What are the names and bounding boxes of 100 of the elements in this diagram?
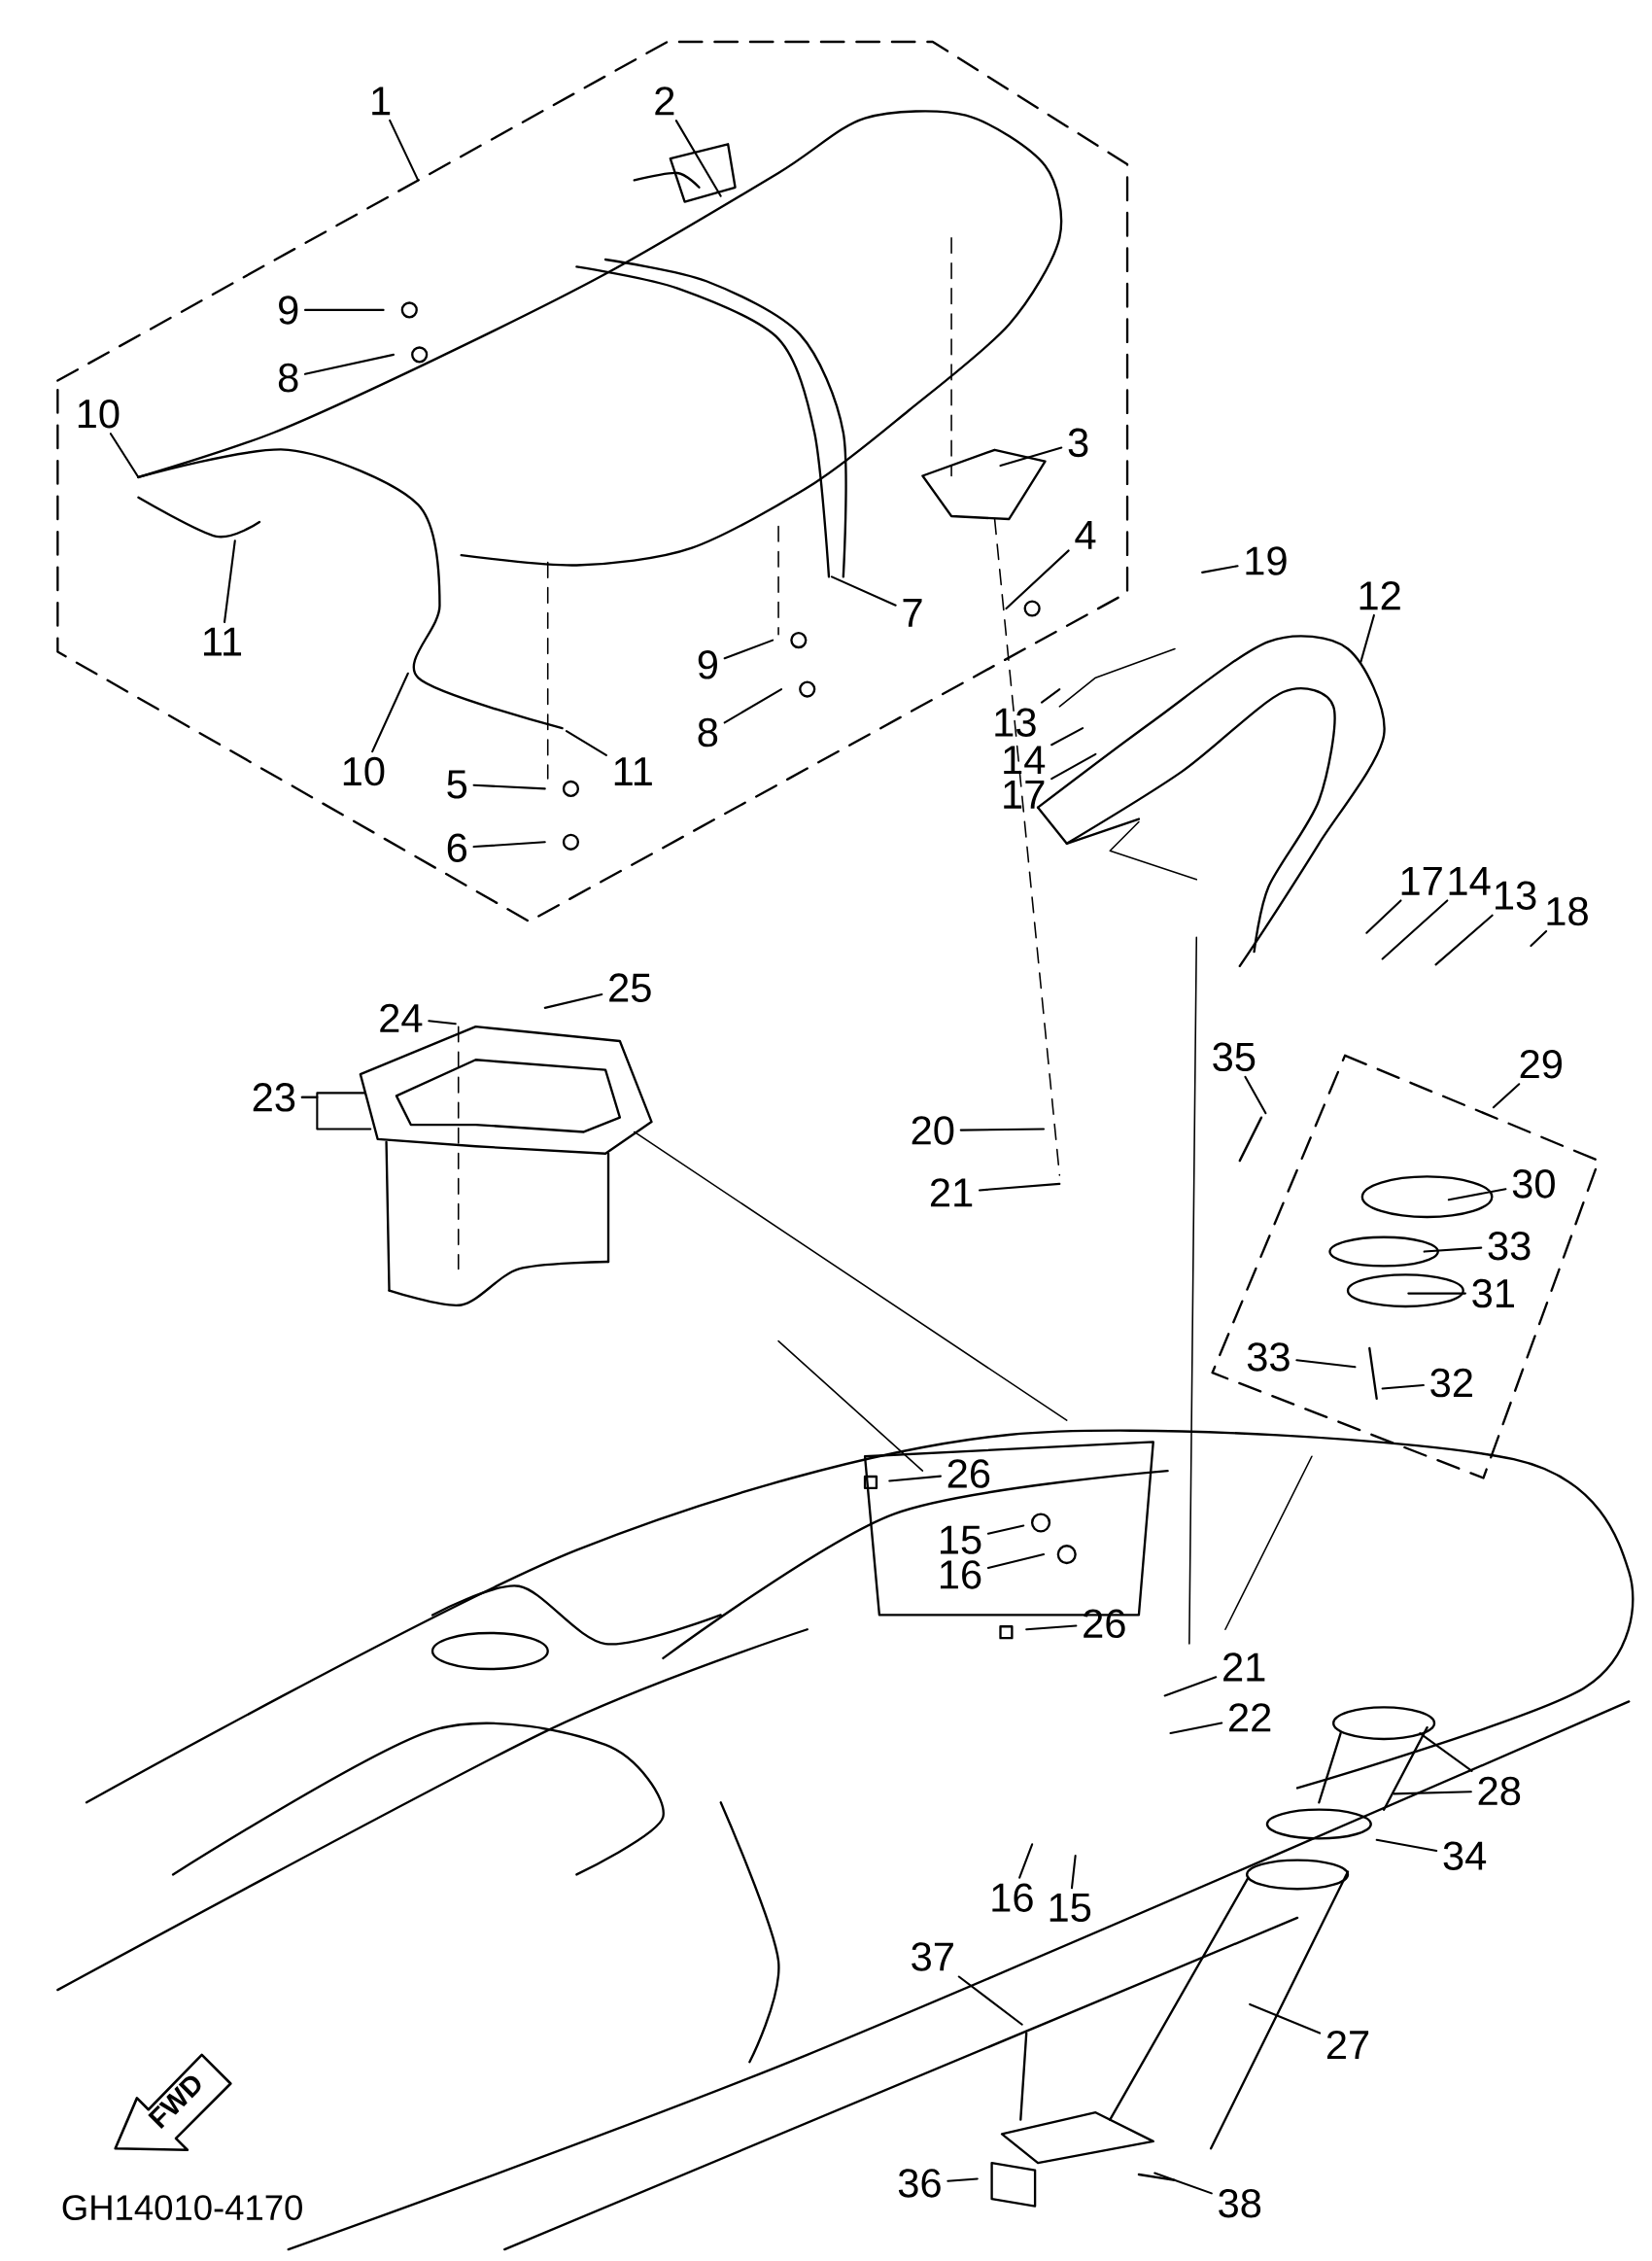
- leader-line: [428, 1020, 457, 1026]
- callout-number: 30: [1512, 1169, 1555, 1199]
- callout-number: 29: [1520, 1050, 1562, 1079]
- leader-line: [472, 783, 546, 790]
- callout-number: 38: [1219, 2188, 1261, 2218]
- leader-line: [1050, 752, 1097, 781]
- leader-line: [1375, 1838, 1438, 1852]
- callout-number: 2: [655, 87, 674, 116]
- drawing-number: GH14010-4170: [62, 2195, 302, 2221]
- callout-number: 3: [1068, 428, 1088, 458]
- leader-line: [1365, 899, 1402, 934]
- leader-line: [1419, 1732, 1473, 1772]
- leader-line: [1407, 1292, 1466, 1295]
- leader-line: [303, 308, 385, 311]
- leader-line: [723, 639, 774, 660]
- callout-number: 28: [1478, 1776, 1521, 1806]
- callout-number: 32: [1430, 1368, 1472, 1398]
- leader-line: [472, 841, 546, 849]
- leader-line: [303, 353, 396, 375]
- callout-number: 24: [380, 1003, 423, 1032]
- leader-line: [371, 672, 409, 753]
- callout-number: 16: [940, 1560, 981, 1589]
- leader-line: [1070, 1855, 1077, 1890]
- callout-number: 6: [447, 833, 466, 862]
- leader-line: [1244, 1075, 1267, 1115]
- callout-number: 23: [253, 1083, 295, 1112]
- leader-line: [1381, 1383, 1425, 1390]
- leader-line: [674, 120, 722, 197]
- leader-line: [543, 992, 603, 1009]
- callout-number: 27: [1326, 2030, 1369, 2060]
- callout-number: 14: [1004, 746, 1046, 775]
- leader-line: [1359, 613, 1375, 663]
- leader-line: [957, 1975, 1023, 2026]
- leader-line: [723, 688, 783, 724]
- leader-line: [1295, 1359, 1357, 1369]
- callout-number: 19: [1246, 546, 1287, 575]
- callout-number: 31: [1472, 1278, 1514, 1308]
- leader-line: [1423, 1246, 1483, 1253]
- callout-number: 11: [204, 627, 242, 656]
- callout-number: 13: [1496, 881, 1536, 910]
- leader-line: [1530, 929, 1548, 948]
- callout-number: 13: [995, 708, 1036, 737]
- leader-line: [1169, 1722, 1223, 1735]
- leader-line: [1050, 727, 1084, 747]
- leader-line: [986, 1524, 1025, 1535]
- leader-line: [959, 1128, 1046, 1131]
- leader-line: [1492, 1083, 1521, 1109]
- leader-line: [389, 119, 420, 182]
- leader-line: [1153, 2172, 1213, 2195]
- callout-number: 22: [1229, 1703, 1271, 1732]
- callout-number: 10: [78, 399, 120, 429]
- callout-number: 25: [609, 973, 651, 1002]
- leader-line: [1447, 1188, 1507, 1201]
- callout-number: 4: [1075, 520, 1096, 549]
- leader-line: [1163, 1676, 1218, 1697]
- callout-number: 12: [1359, 581, 1400, 610]
- callout-number: 21: [1223, 1652, 1265, 1682]
- callout-number: 9: [698, 650, 717, 679]
- callout-number: 5: [447, 770, 467, 799]
- leader-line: [1005, 549, 1070, 609]
- callout-number: 21: [930, 1178, 973, 1207]
- callout-number: 37: [912, 1942, 953, 1971]
- callout-number: 15: [940, 1525, 981, 1554]
- callout-number: 26: [947, 1459, 990, 1488]
- callout-number: 26: [1084, 1609, 1125, 1639]
- callout-number: 11: [614, 757, 652, 785]
- leader-line: [1040, 688, 1061, 704]
- callout-number: 34: [1443, 1841, 1487, 1870]
- callout-number: 36: [898, 2169, 941, 2198]
- callout-number: 14: [1449, 867, 1491, 895]
- leader-line: [986, 1553, 1046, 1569]
- leader-line: [1201, 565, 1239, 574]
- callout-number: 15: [1050, 1894, 1091, 1923]
- callout-number: 16: [992, 1883, 1033, 1912]
- leader-line: [1381, 899, 1449, 960]
- leader-line: [1434, 914, 1494, 966]
- callout-number: 1: [372, 87, 391, 116]
- callout-number: 17: [1401, 867, 1442, 895]
- leader-line: [999, 446, 1063, 468]
- leader-line: [109, 433, 140, 479]
- callout-number: 8: [698, 717, 718, 748]
- leader-line: [224, 539, 236, 624]
- callout-number: 35: [1213, 1042, 1256, 1072]
- leader-line: [1249, 2002, 1322, 2035]
- leader-line: [300, 1096, 372, 1130]
- callout-number: 8: [278, 363, 298, 393]
- leader-line: [565, 730, 607, 756]
- callout-number: 33: [1488, 1231, 1531, 1261]
- callout-number: 9: [279, 296, 298, 325]
- callout-number: 17: [1004, 781, 1045, 809]
- leader-line: [978, 1182, 1061, 1192]
- callout-number: 33: [1247, 1342, 1290, 1372]
- leader-line: [1393, 1791, 1472, 1795]
- leader-line: [946, 2177, 979, 2182]
- leader-line: [830, 575, 897, 607]
- leader-line: [1018, 1843, 1034, 1879]
- callout-number: 18: [1547, 896, 1588, 926]
- callout-number: 7: [903, 599, 922, 627]
- callout-number: 10: [343, 756, 385, 786]
- leader-line: [1025, 1624, 1078, 1631]
